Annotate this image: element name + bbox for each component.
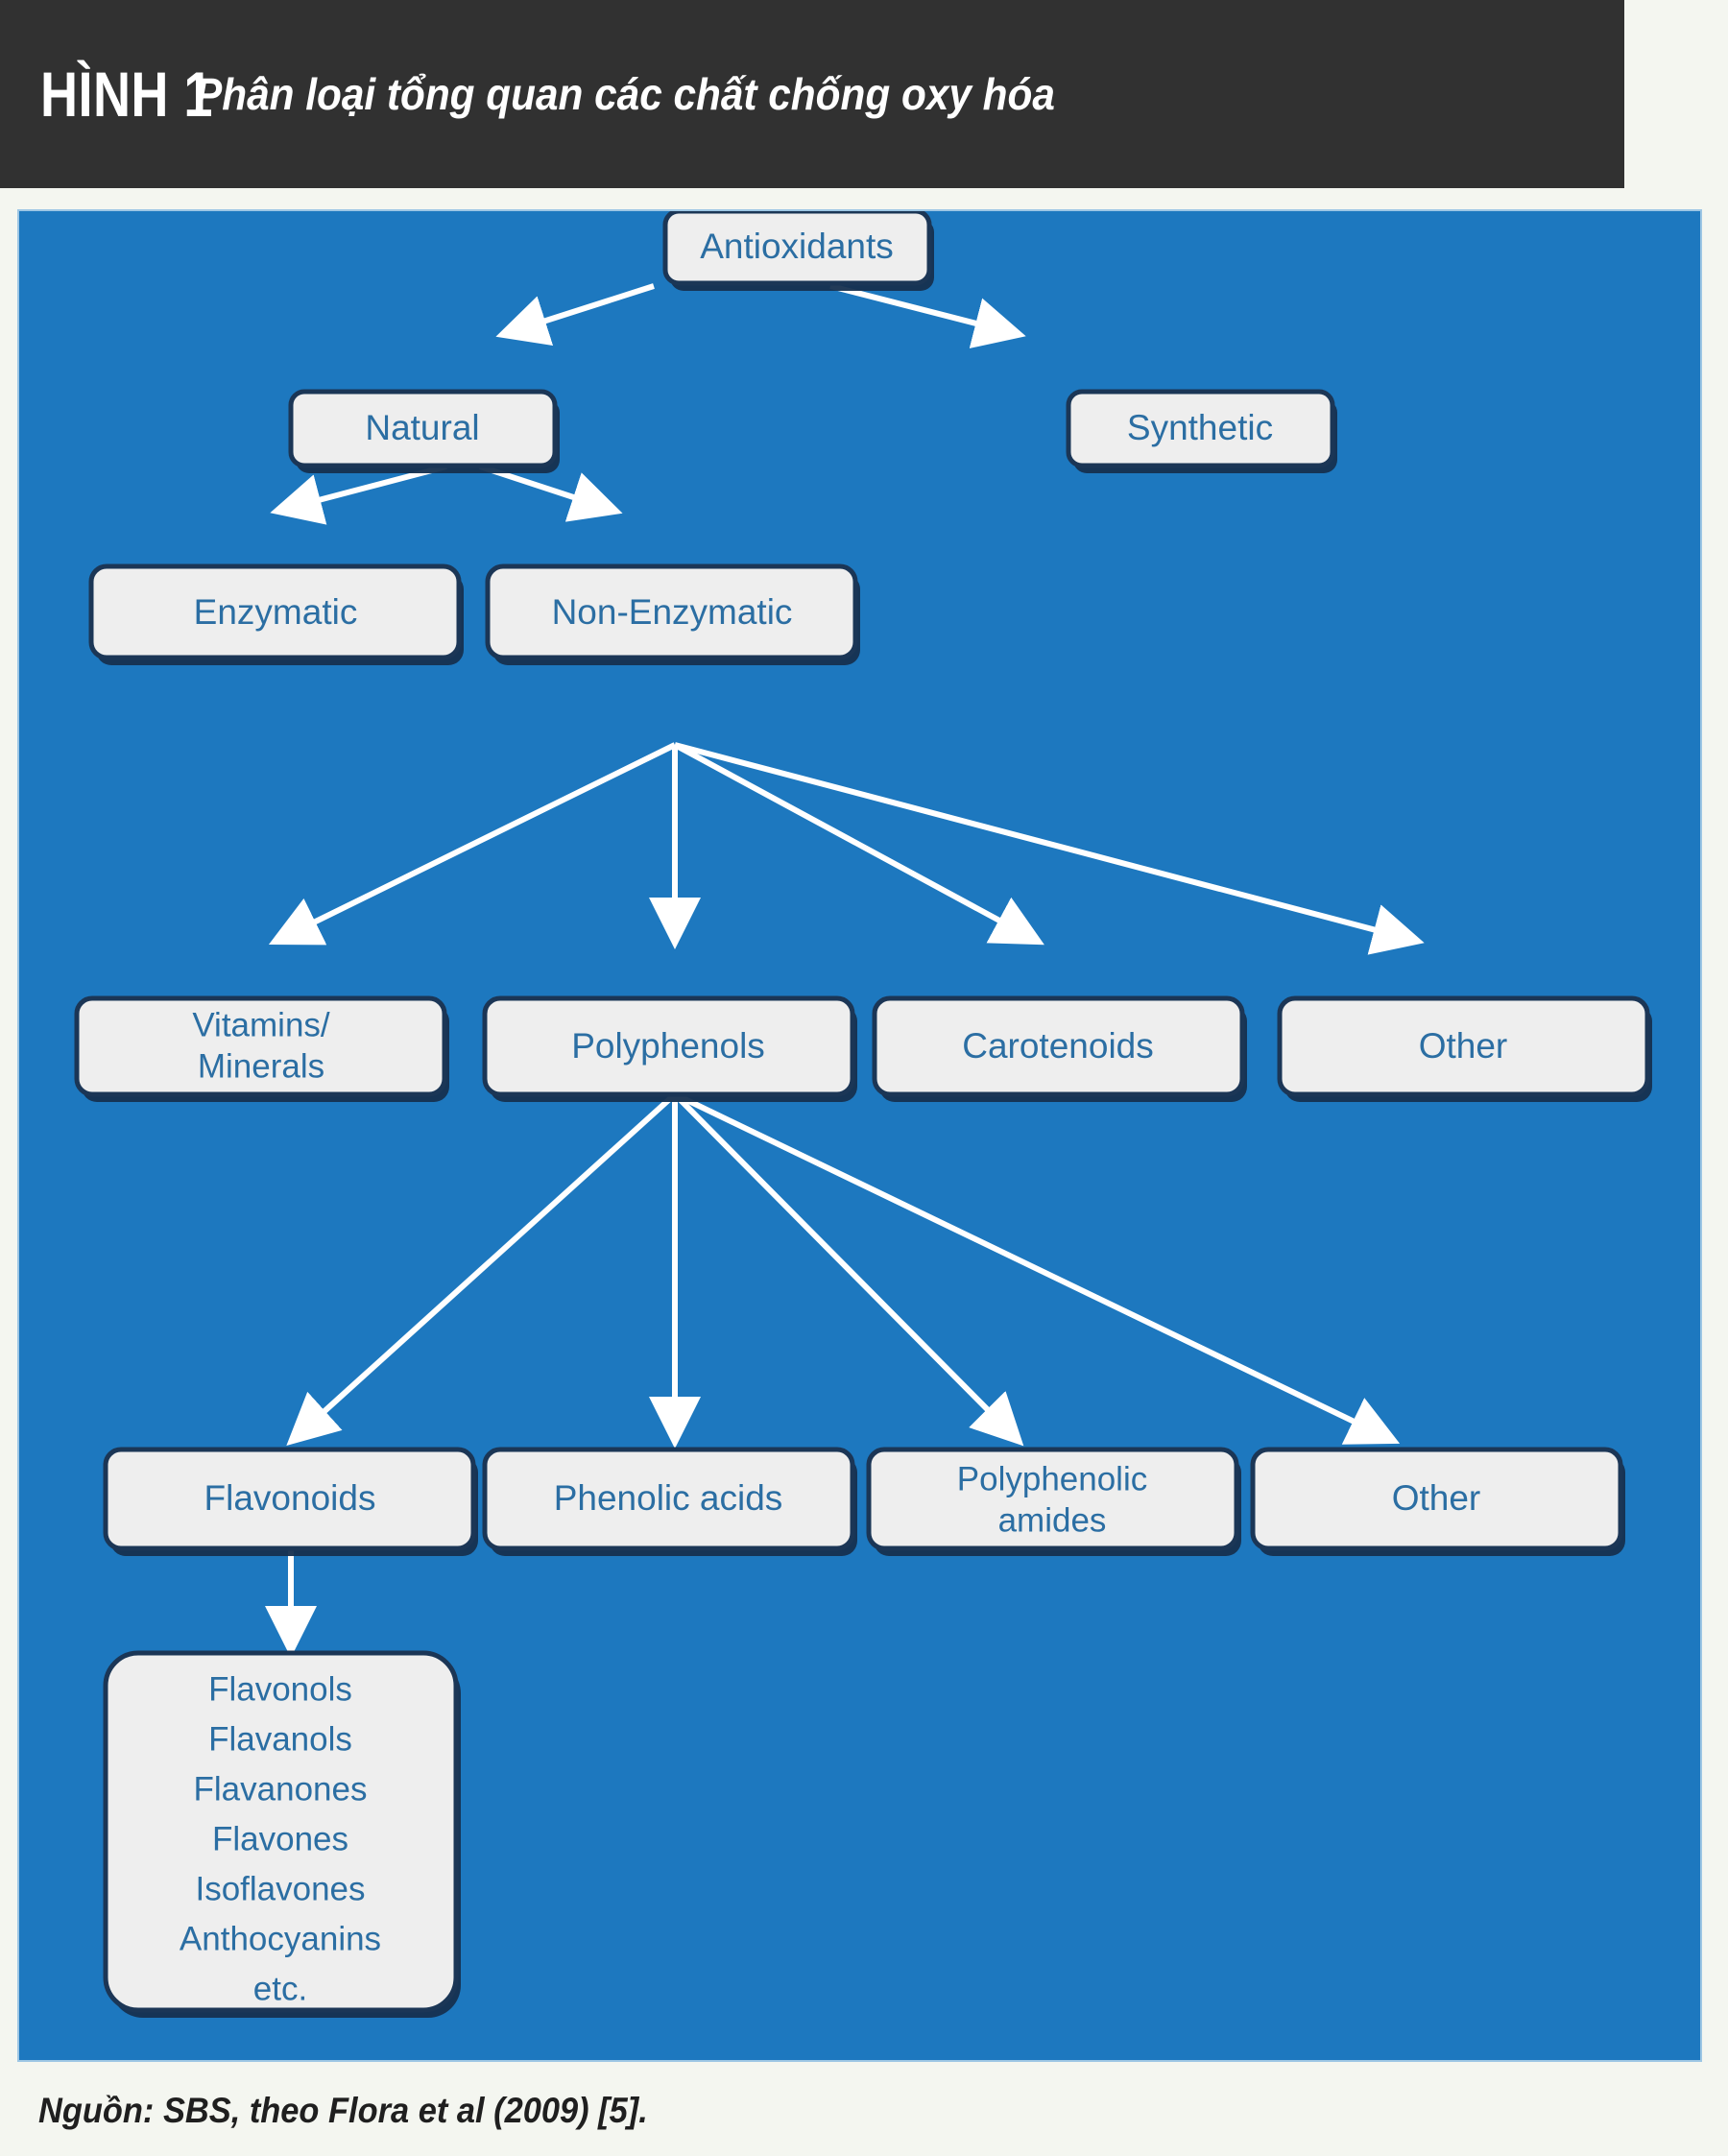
node-label-flavanols: Flavanols — [208, 1720, 352, 1758]
node-vitamins-minerals[interactable]: Vitamins/ Minerals — [74, 995, 449, 1102]
edge-nonenzymatic-other — [674, 742, 1425, 955]
node-label-synthetic: Synthetic — [1127, 408, 1273, 447]
figure-caption: Phân loại tổng quan các chất chống oxy h… — [195, 69, 1056, 119]
edge-nonenzymatic-vitamins — [268, 742, 677, 946]
node-label-amides: amides — [998, 1501, 1107, 1539]
node-label-other-polyphenols: Other — [1392, 1478, 1481, 1518]
edge-polyphenols-polyphenolic-amides — [672, 1091, 1024, 1447]
edge-antioxidants-natural — [495, 283, 655, 346]
node-phenolic-acids[interactable]: Phenolic acids — [482, 1447, 857, 1556]
diagram-panel: Antioxidants Natural Synthetic Enzymatic — [17, 209, 1702, 2062]
figure-header: HÌNH 1 Phân loại tổng quan các chất chốn… — [0, 0, 1624, 188]
node-label-minerals: Minerals — [198, 1047, 324, 1085]
node-other-nonenzymatic[interactable]: Other — [1277, 995, 1652, 1102]
edge-antioxidants-synthetic — [829, 283, 1026, 348]
node-label-flavonoids: Flavonoids — [204, 1478, 376, 1518]
node-label-non-enzymatic: Non-Enzymatic — [552, 592, 793, 632]
node-enzymatic[interactable]: Enzymatic — [88, 563, 464, 665]
node-label-phenolic-acids: Phenolic acids — [554, 1478, 783, 1518]
edge-polyphenols-flavonoids — [286, 1091, 678, 1447]
node-carotenoids[interactable]: Carotenoids — [872, 995, 1247, 1102]
node-label-flavanones: Flavanones — [194, 1770, 368, 1808]
node-antioxidants[interactable]: Antioxidants — [662, 211, 934, 291]
node-label-antioxidants: Antioxidants — [700, 227, 894, 266]
node-label-enzymatic: Enzymatic — [194, 592, 358, 632]
node-other-polyphenols[interactable]: Other — [1250, 1447, 1625, 1556]
edge-group — [265, 283, 1425, 1658]
edge-natural-nonenzymatic — [479, 464, 623, 522]
edge-nonenzymatic-carotenoids — [673, 742, 1044, 946]
node-flavonoids[interactable]: Flavonoids — [103, 1447, 478, 1556]
node-non-enzymatic[interactable]: Non-Enzymatic — [485, 563, 860, 665]
node-label-etc: etc. — [253, 1970, 307, 2007]
source-note: Nguồn: SBS, theo Flora et al (2009) [5]. — [38, 2091, 648, 2130]
node-label-anthocyanins: Anthocyanins — [180, 1920, 381, 1957]
edge-polyphenols-other — [673, 1091, 1401, 1445]
flowchart-svg: Antioxidants Natural Synthetic Enzymatic — [74, 211, 1652, 2018]
node-natural[interactable]: Natural — [288, 389, 560, 473]
node-label-natural: Natural — [365, 408, 479, 447]
node-flavonoid-subtypes[interactable]: Flavonols Flavanols Flavanones Flavones … — [103, 1650, 461, 2018]
node-label-vitamins: Vitamins/ — [192, 1006, 330, 1043]
node-polyphenols[interactable]: Polyphenols — [482, 995, 857, 1102]
node-label-flavones: Flavones — [212, 1820, 348, 1857]
edge-natural-enzymatic — [270, 464, 447, 525]
node-label-carotenoids: Carotenoids — [962, 1026, 1154, 1066]
node-label-flavonols: Flavonols — [208, 1670, 352, 1708]
node-label-polyphenolic: Polyphenolic — [957, 1460, 1147, 1497]
node-polyphenolic-amides[interactable]: Polyphenolic amides — [866, 1447, 1241, 1556]
node-synthetic[interactable]: Synthetic — [1066, 389, 1337, 473]
node-label-polyphenols: Polyphenols — [571, 1026, 765, 1066]
node-label-isoflavones: Isoflavones — [195, 1870, 365, 1907]
figure-number: HÌNH 1 — [40, 59, 213, 130]
node-label-other-nonenzymatic: Other — [1419, 1026, 1508, 1066]
